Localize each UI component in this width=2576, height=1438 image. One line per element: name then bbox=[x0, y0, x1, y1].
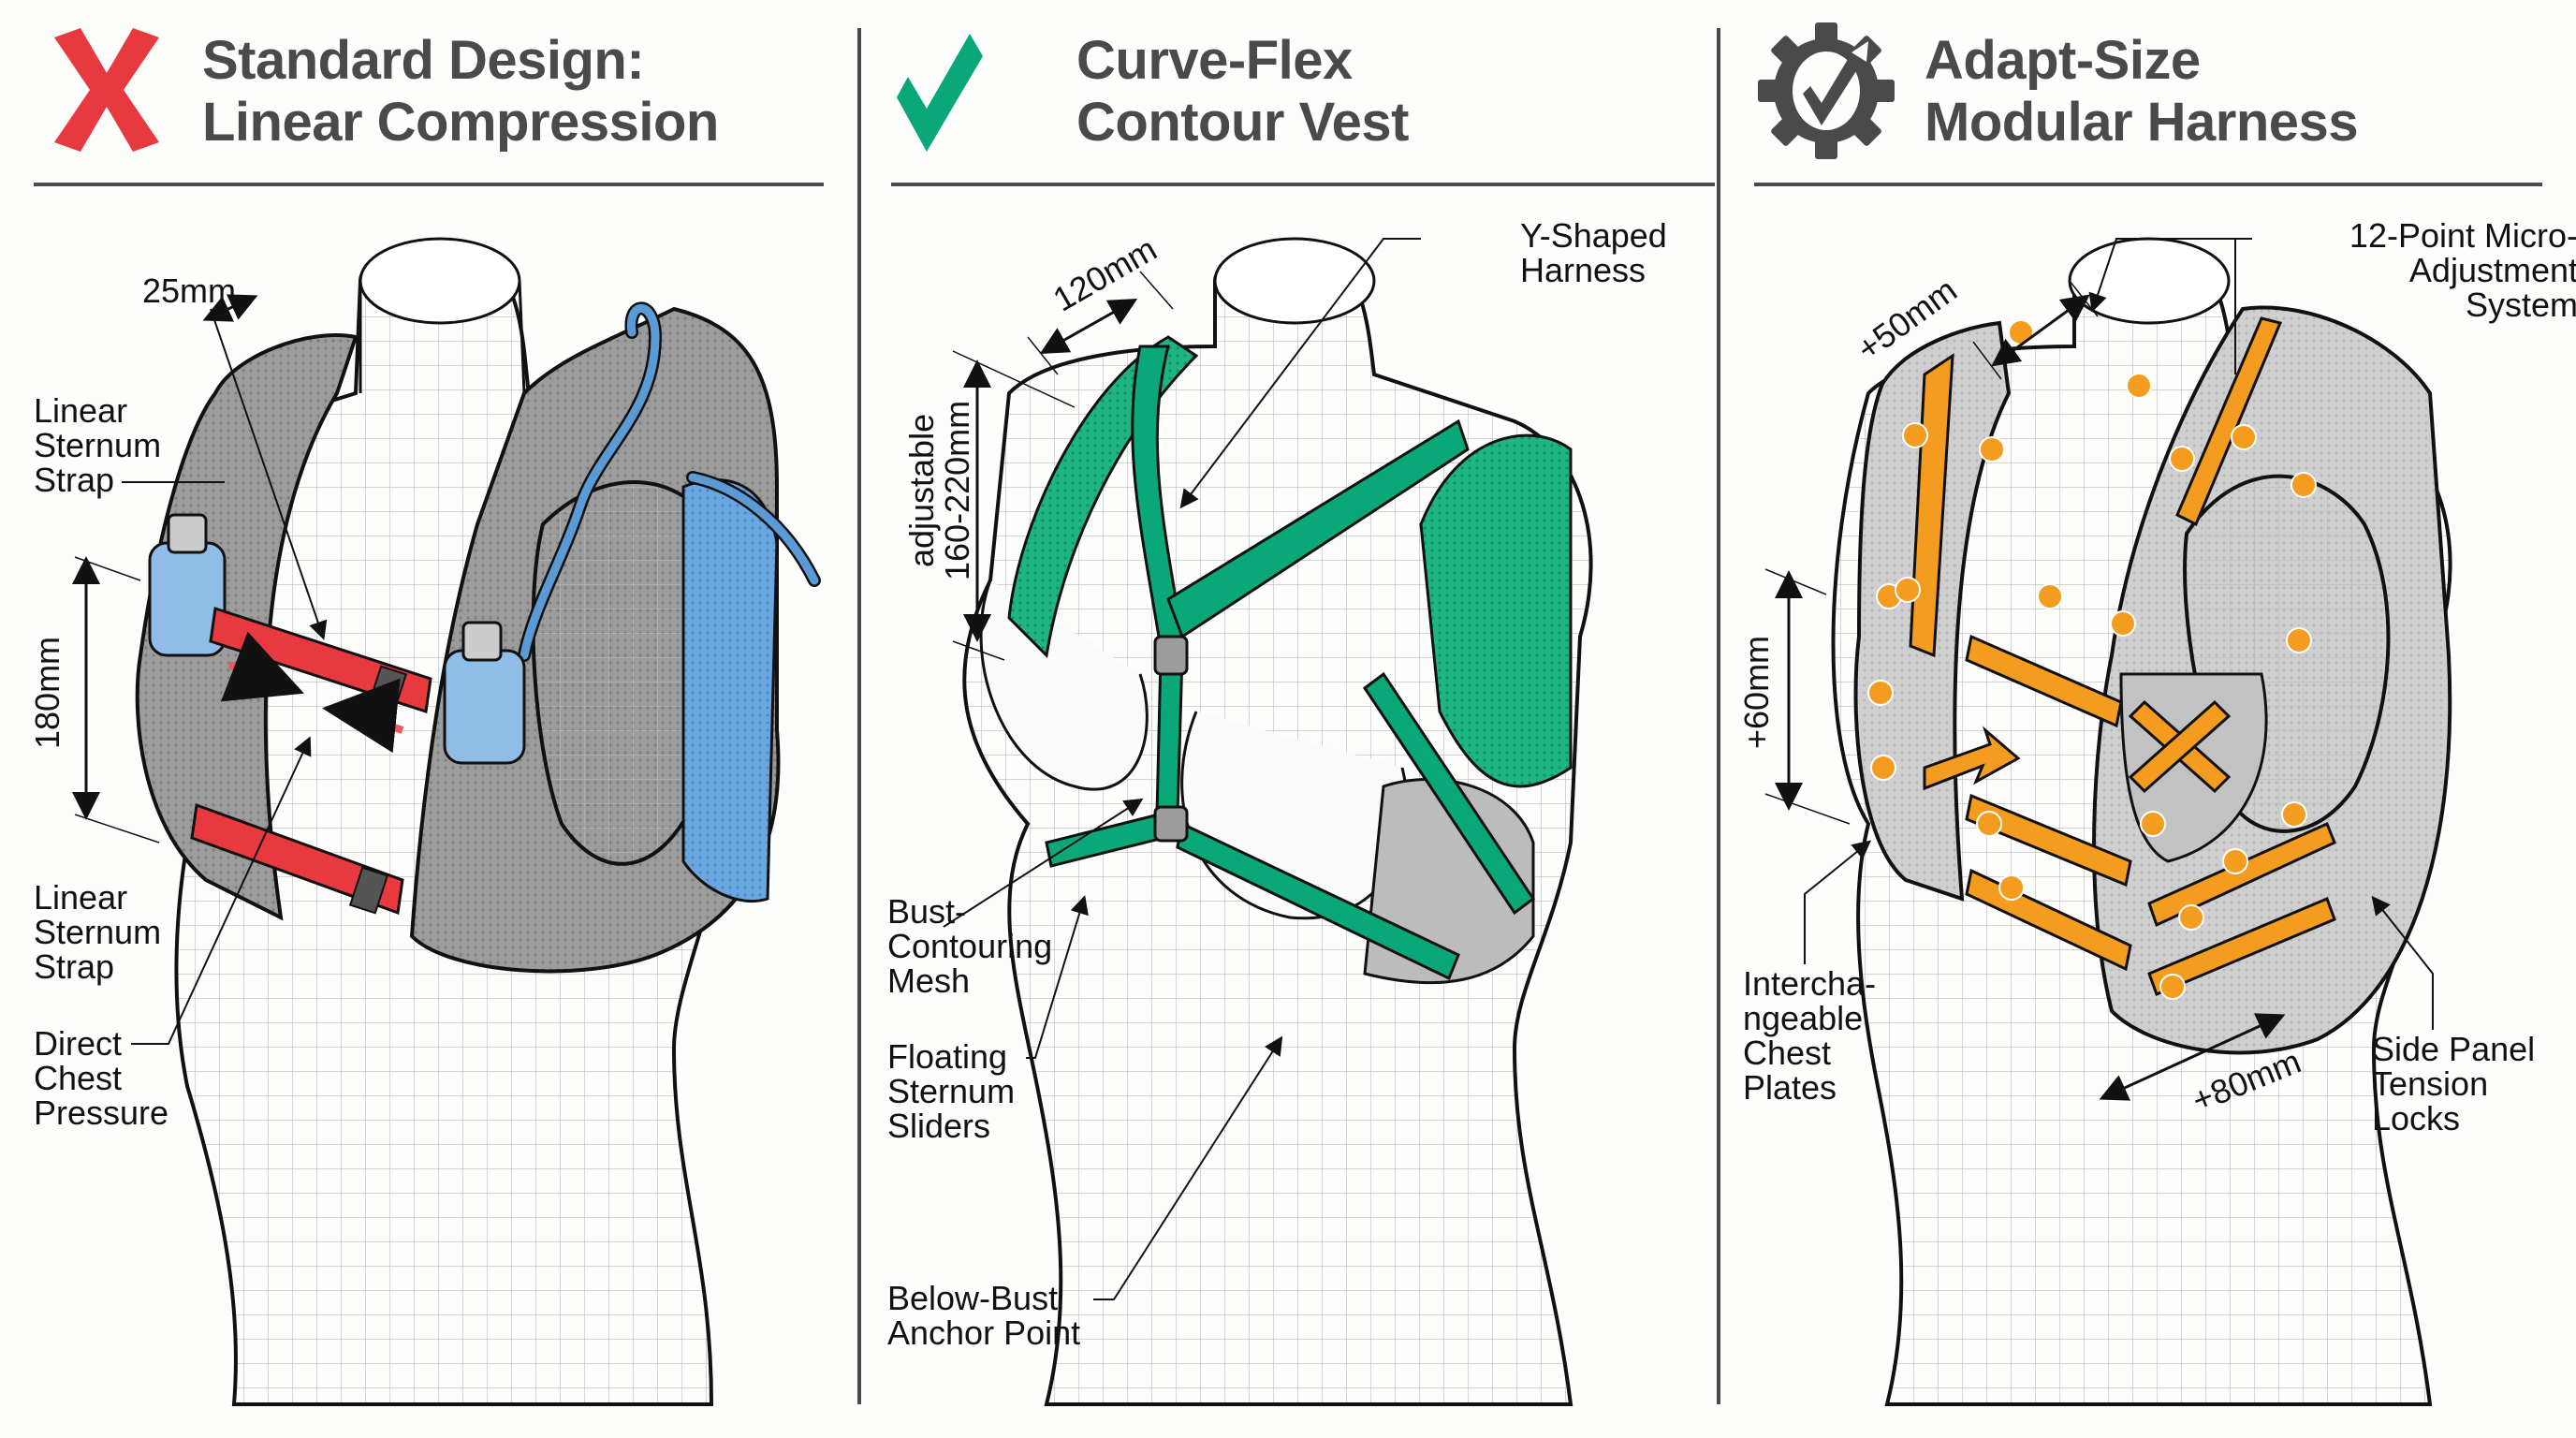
label-line: Anchor Point bbox=[887, 1313, 1081, 1352]
label-line: Linear bbox=[34, 391, 128, 430]
leader-line bbox=[1804, 840, 1872, 964]
dimension-label-adjustable: adjustable 160-220mm bbox=[902, 400, 976, 580]
title-line: Standard Design: bbox=[202, 30, 645, 91]
callout-side-panel-tension-locks: Side Panel Tension Locks bbox=[2372, 1032, 2535, 1136]
vest-body bbox=[135, 306, 781, 974]
compression-arrow-right bbox=[322, 678, 404, 754]
callout-below-bust-anchor-point: Below-Bust Anchor Point bbox=[887, 1281, 1080, 1350]
label-line: Strap bbox=[34, 461, 115, 499]
callout-linear-sternum-strap-lower: Linear Sternum Strap bbox=[34, 880, 161, 984]
adapt-size-harness-illustration bbox=[1764, 237, 2452, 1406]
label-line: Sliders bbox=[887, 1107, 991, 1145]
callout-12-point-micro-adjustment: 12-Point Micro- Adjustment System bbox=[2349, 218, 2576, 322]
panel-title: Standard Design: Linear Compression bbox=[202, 30, 719, 154]
check-mark-icon bbox=[897, 34, 983, 152]
bust-contouring-mesh bbox=[1007, 335, 1199, 659]
callout-linear-sternum-strap-upper: Linear Sternum Strap bbox=[34, 393, 161, 497]
panel-standard-design: Standard Design: Linear Compression bbox=[0, 0, 859, 1438]
dimension-label-torso-extension: +60mm bbox=[1737, 635, 1776, 749]
header-rule bbox=[1754, 183, 2542, 186]
soft-flask-right bbox=[443, 621, 526, 765]
callout-interchangeable-chest-plates: Intercha- ngeable Chest Plates bbox=[1743, 966, 1876, 1105]
dimension-line: adjustable bbox=[902, 413, 941, 568]
title-line: Modular Harness bbox=[1925, 92, 2359, 153]
sternum-strap-lower bbox=[190, 802, 404, 916]
dimension-label-strap-width: 25mm bbox=[142, 271, 237, 310]
leader-line bbox=[943, 798, 1144, 928]
title-line: Contour Vest bbox=[1076, 92, 1409, 153]
panel-adapt-size: Adapt-Size Modular Harness bbox=[1719, 0, 2576, 1438]
label-line: Sternum bbox=[34, 426, 162, 464]
panel-divider bbox=[857, 28, 861, 1404]
callout-direct-chest-pressure: Direct Chest Pressure bbox=[34, 1026, 168, 1130]
floating-sternum-slider bbox=[1153, 635, 1189, 676]
dimension-arrow-50mm bbox=[1991, 294, 2090, 367]
panel-title: Curve-Flex Contour Vest bbox=[1076, 30, 1409, 154]
label-line: Tension bbox=[2372, 1064, 2489, 1103]
label-line: Contouring bbox=[887, 927, 1053, 965]
label-line: Locks bbox=[2372, 1099, 2461, 1137]
label-line: Plates bbox=[1743, 1068, 1837, 1107]
label-line: System bbox=[2465, 286, 2576, 324]
dimension-line: 160-220mm bbox=[938, 400, 976, 580]
panel-divider bbox=[1717, 28, 1720, 1404]
label-line: 12-Point Micro- bbox=[2349, 216, 2576, 255]
label-line: Intercha- bbox=[1743, 964, 1877, 1003]
label-line: Chest bbox=[34, 1059, 123, 1097]
expansion-double-arrow bbox=[1923, 726, 2021, 791]
label-line: Below-Bust bbox=[887, 1279, 1059, 1317]
label-line: Strap bbox=[34, 947, 115, 986]
label-line: Adjustment bbox=[2408, 251, 2576, 289]
title-line: Curve-Flex bbox=[1076, 30, 1353, 91]
title-line: Linear Compression bbox=[202, 92, 719, 153]
label-line: Linear bbox=[34, 878, 128, 917]
callout-floating-sternum-sliders: Floating Sternum Sliders bbox=[887, 1039, 1015, 1143]
dimension-arrow-80mm bbox=[2099, 1013, 2286, 1101]
label-line: Floating bbox=[887, 1037, 1008, 1076]
dimension-label-strap-spacing: 180mm bbox=[28, 636, 66, 749]
title-line: Adapt-Size bbox=[1925, 30, 2201, 91]
x-mark-icon bbox=[54, 28, 159, 152]
callout-bust-contouring-mesh: Bust- Contouring Mesh bbox=[887, 894, 1052, 998]
label-line: Side Panel bbox=[2372, 1030, 2536, 1068]
label-line: Harness bbox=[1520, 251, 1647, 289]
label-line: Y-Shaped bbox=[1520, 216, 1667, 255]
header-rule bbox=[34, 183, 824, 186]
y-shaped-harness bbox=[1045, 345, 1536, 981]
label-line: Mesh bbox=[887, 961, 971, 1000]
header-rule bbox=[891, 183, 1715, 186]
curve-flex-vest-illustration bbox=[943, 237, 1593, 1406]
soft-flask-left bbox=[148, 513, 227, 657]
label-line: Sternum bbox=[34, 913, 162, 951]
panel-title: Adapt-Size Modular Harness bbox=[1925, 30, 2359, 154]
label-line: Chest bbox=[1743, 1034, 1832, 1072]
dimension-arrow-25mm bbox=[202, 294, 258, 322]
label-line: Bust- bbox=[887, 892, 967, 931]
label-line: Direct bbox=[34, 1024, 123, 1063]
gear-check-icon bbox=[1758, 22, 1895, 159]
label-line: ngeable bbox=[1743, 999, 1864, 1037]
standard-vest-illustration bbox=[72, 237, 821, 1406]
label-line: Sternum bbox=[887, 1072, 1016, 1110]
callout-y-shaped-harness: Y-Shaped Harness bbox=[1520, 218, 1667, 287]
compression-arrow-left bbox=[220, 631, 304, 702]
panel-curve-flex: Curve-Flex Contour Vest bbox=[859, 0, 1719, 1438]
dimension-arrow-120mm bbox=[1039, 299, 1138, 354]
label-line: Pressure bbox=[34, 1093, 169, 1132]
